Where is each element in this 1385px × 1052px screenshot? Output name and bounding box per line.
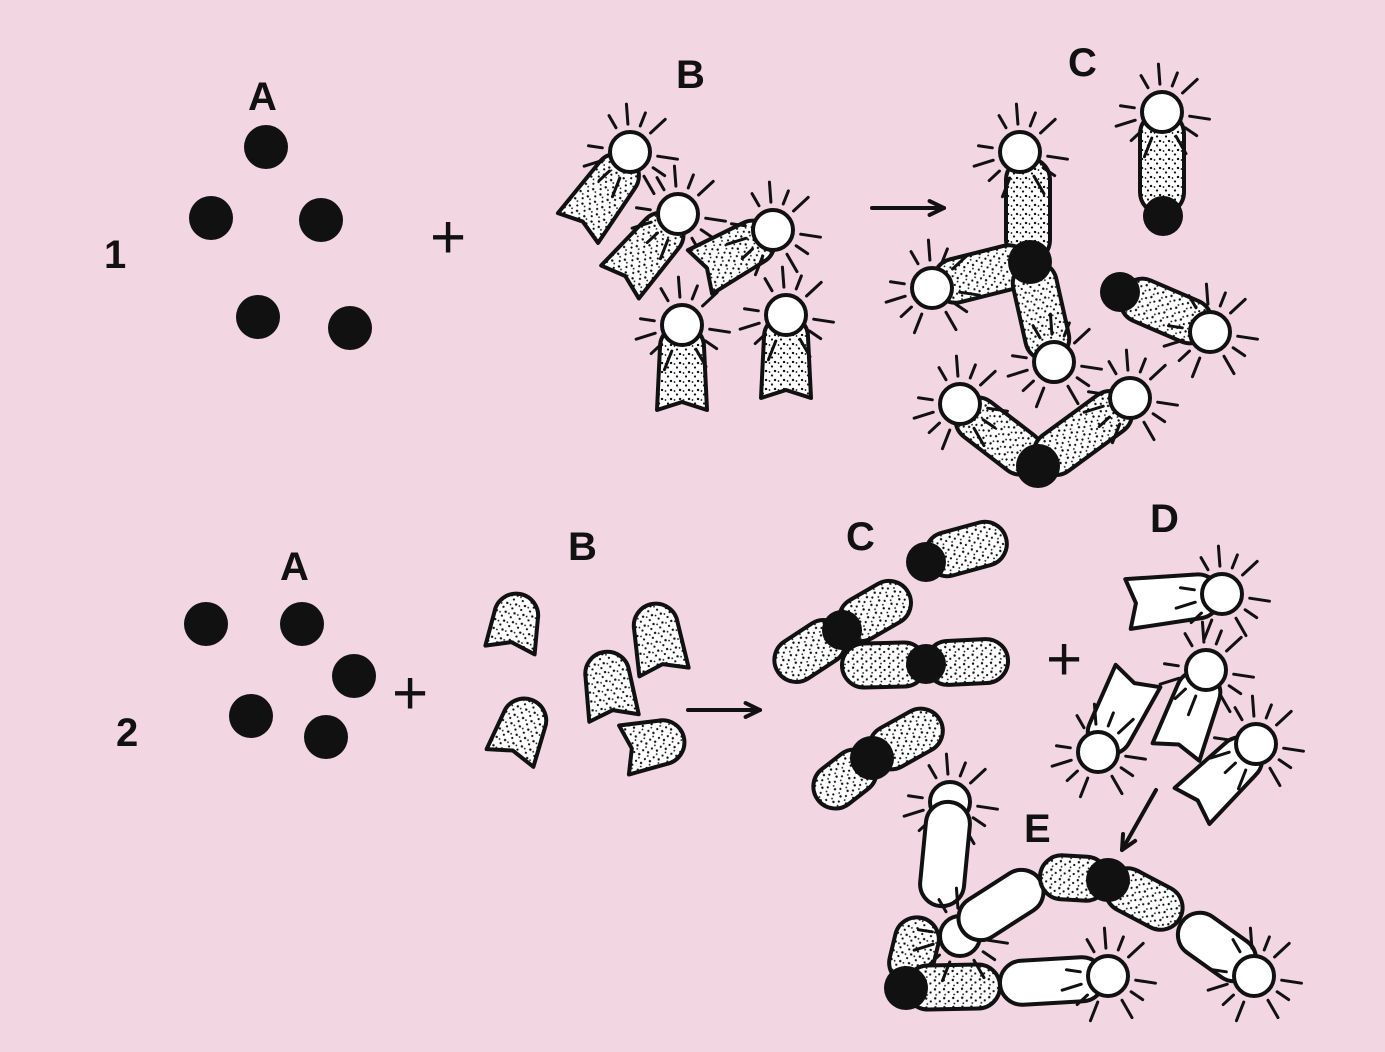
row-1-label-c: C [1068, 41, 1097, 85]
row-2-label-a: A [280, 545, 309, 589]
row-2-label-e: E [1024, 807, 1051, 851]
row-2-a-dot [304, 715, 348, 759]
row-2-e-dot [884, 966, 928, 1010]
row-2-plus-2: + [1046, 625, 1082, 694]
row-2-a-dot [184, 602, 228, 646]
row-1-number: 1 [104, 233, 126, 277]
row-2-c-dot [906, 542, 946, 582]
row-2-plus-1: + [392, 659, 428, 728]
row-1-c-dot [1016, 444, 1060, 488]
row-1-label-a: A [248, 75, 277, 119]
row-1-a-dot [328, 306, 372, 350]
row-2-e-dot [1086, 858, 1130, 902]
row-2-c-dot [850, 736, 894, 780]
row-1-label-b: B [676, 53, 705, 97]
row-2-a-dot [332, 654, 376, 698]
row-1-a-dot [189, 196, 233, 240]
row-2-label-b: B [568, 525, 597, 569]
row-2-a-dot [280, 602, 324, 646]
row-2-label-d: D [1150, 497, 1179, 541]
row-1-a-dot [299, 198, 343, 242]
row-1-c-dot [1143, 196, 1183, 236]
row-2-a-dot [229, 694, 273, 738]
row-2-number: 2 [116, 711, 138, 755]
row-1-plus: + [430, 203, 466, 272]
open-capsule [918, 800, 972, 908]
row-2-c-dot [906, 644, 946, 684]
row-1-a-dot [244, 125, 288, 169]
row-2-label-c: C [846, 515, 875, 559]
row-1-a-dot [236, 295, 280, 339]
row-1-c-dot [1100, 272, 1140, 312]
row-1-c-dot [1008, 240, 1052, 284]
